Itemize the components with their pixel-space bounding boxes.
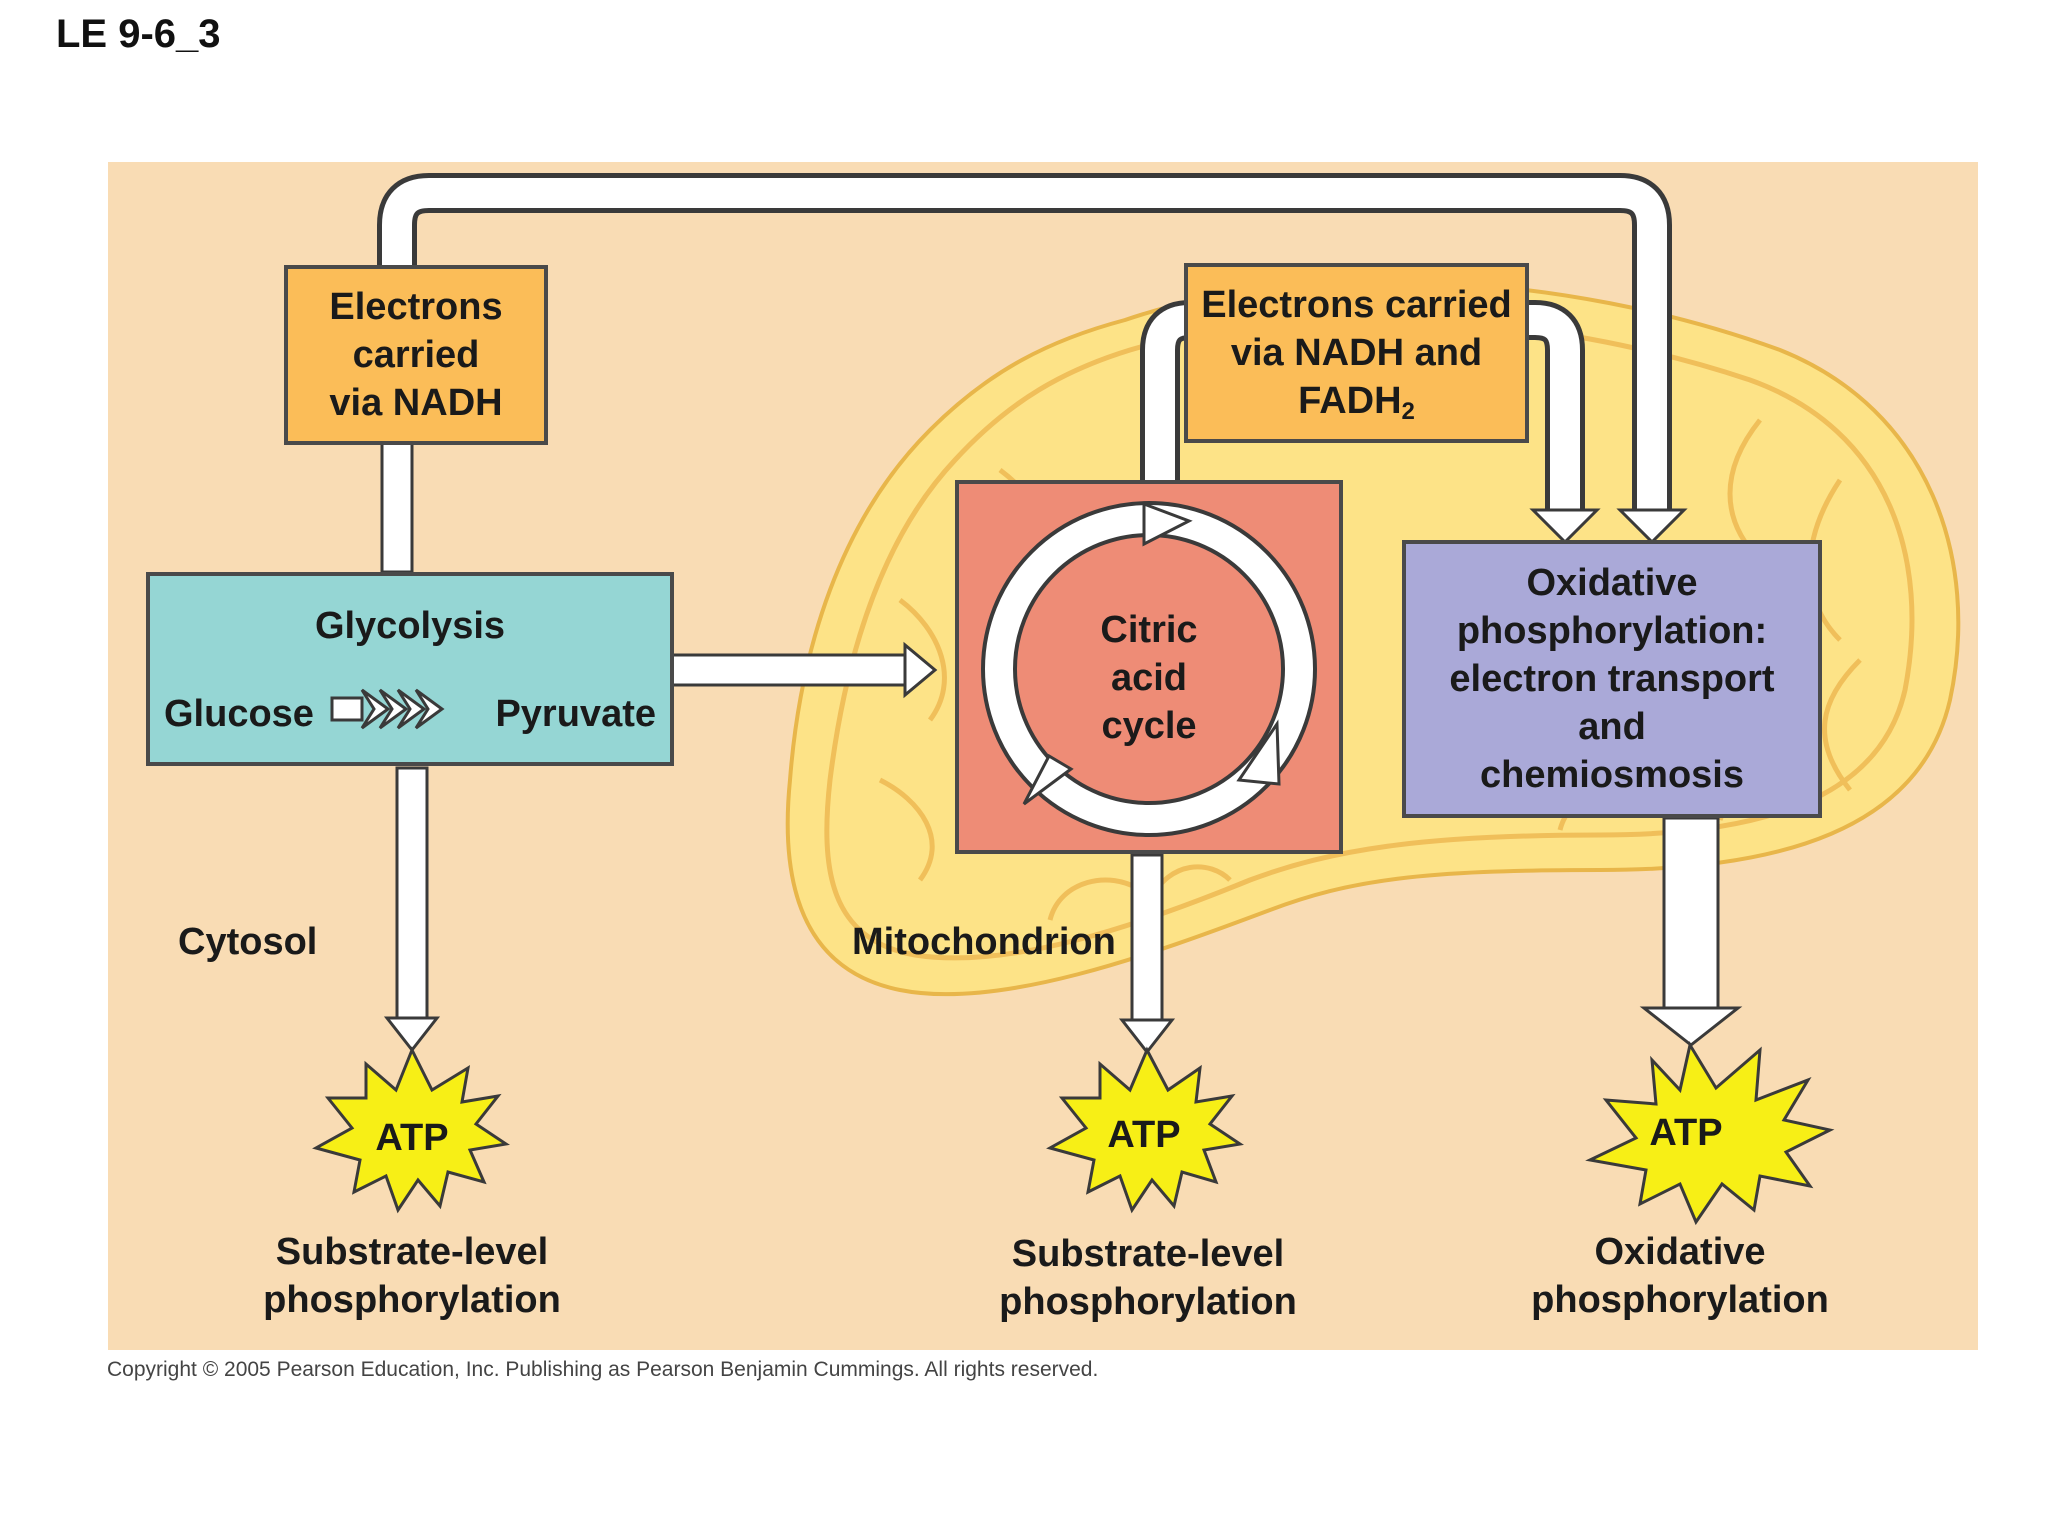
oxphos-line3: electron transport xyxy=(1449,658,1775,700)
citric-cycle-label: Citric acid cycle xyxy=(959,606,1339,750)
fadh2-to-oxphos-arrowhead xyxy=(1529,508,1601,545)
electrons-nadh-box: Electrons carried via NADH xyxy=(284,265,548,445)
atp-label-3: ATP xyxy=(1649,1112,1723,1154)
oxphos-line1: Oxidative xyxy=(1526,562,1698,604)
glycolysis-chevron-arrows xyxy=(330,688,445,730)
atp-caption-3: Oxidative phosphorylation xyxy=(1500,1228,1860,1324)
cycle-arrowhead-top xyxy=(1142,501,1193,547)
slide-title: LE 9-6_3 xyxy=(56,12,221,56)
glycolysis-down-shaft xyxy=(395,766,429,1020)
citric-line1: Citric xyxy=(1100,609,1198,651)
cycle-arrowhead-right xyxy=(1236,719,1281,786)
glycolysis-down-arrowhead xyxy=(383,1016,441,1053)
atp-caption-1: Substrate-level phosphorylation xyxy=(232,1228,592,1324)
electrons-fadh2-box: Electrons carried via NADH and FADH2 xyxy=(1184,263,1529,443)
citric-down-shaft xyxy=(1130,853,1164,1022)
electrons-nadh-line3: via NADH xyxy=(329,382,503,424)
nadh-to-oxphos-arrowhead xyxy=(1616,508,1688,545)
mitochondrion-label: Mitochondrion xyxy=(852,921,1116,963)
oxphos-down-shaft xyxy=(1662,816,1720,1012)
citric-line2: acid xyxy=(1110,657,1188,699)
caption-2-line2: phosphorylation xyxy=(999,1281,1297,1323)
citric-down-arrowhead xyxy=(1118,1018,1176,1055)
caption-1-line2: phosphorylation xyxy=(263,1279,561,1321)
atp-label-2: ATP xyxy=(1107,1114,1181,1156)
caption-1-line1: Substrate-level xyxy=(275,1231,549,1273)
cycle-arrowhead-left xyxy=(1022,753,1074,806)
glycolysis-box: Glycolysis Glucose Pyruvate xyxy=(146,572,674,766)
atp-burst-1 xyxy=(312,1046,510,1214)
mitochondrion-inner-membrane xyxy=(824,316,1915,961)
atp-label-1: ATP xyxy=(375,1117,449,1159)
caption-3-line1: Oxidative xyxy=(1594,1231,1766,1273)
oxphos-line4: and xyxy=(1578,706,1646,748)
citric-line3: cycle xyxy=(1101,705,1197,747)
copyright-notice: Copyright © 2005 Pearson Education, Inc.… xyxy=(107,1358,1099,1381)
pyruvate-to-citric-shaft xyxy=(670,653,914,687)
glucose-label: Glucose xyxy=(164,693,314,735)
glycolysis-title: Glycolysis xyxy=(314,605,506,647)
citric-acid-cycle-box: Citric acid cycle xyxy=(955,480,1343,854)
atp-burst-2 xyxy=(1046,1046,1244,1214)
glycolysis-to-nadh-connector xyxy=(380,438,414,574)
fadh-text: FADH xyxy=(1298,380,1402,422)
cytosol-label: Cytosol xyxy=(178,921,318,963)
electrons-nadh-line1: Electrons xyxy=(329,286,503,328)
atp-caption-2: Substrate-level phosphorylation xyxy=(968,1230,1328,1326)
pyruvate-to-citric-arrowhead xyxy=(903,641,938,699)
caption-3-line2: phosphorylation xyxy=(1531,1279,1829,1321)
electrons-nadh-line2: carried xyxy=(352,334,480,376)
electrons-fadh2-line2: via NADH and xyxy=(1230,332,1483,374)
electrons-fadh2-line3: FADH2 xyxy=(1298,377,1415,425)
oxphos-line2: phosphorylation: xyxy=(1456,610,1768,652)
oxphos-line5: chemiosmosis xyxy=(1480,754,1744,796)
oxidative-phosphorylation-box: Oxidative phosphorylation: electron tran… xyxy=(1402,540,1822,818)
fadh-subscript: 2 xyxy=(1401,398,1415,425)
caption-2-line1: Substrate-level xyxy=(1011,1233,1285,1275)
electrons-fadh2-line1: Electrons carried xyxy=(1201,284,1512,326)
oxphos-down-arrowhead xyxy=(1639,1006,1743,1047)
atp-burst-3 xyxy=(1585,1041,1835,1226)
citric-cycle-ring xyxy=(981,501,1317,837)
pyruvate-label: Pyruvate xyxy=(495,693,656,735)
